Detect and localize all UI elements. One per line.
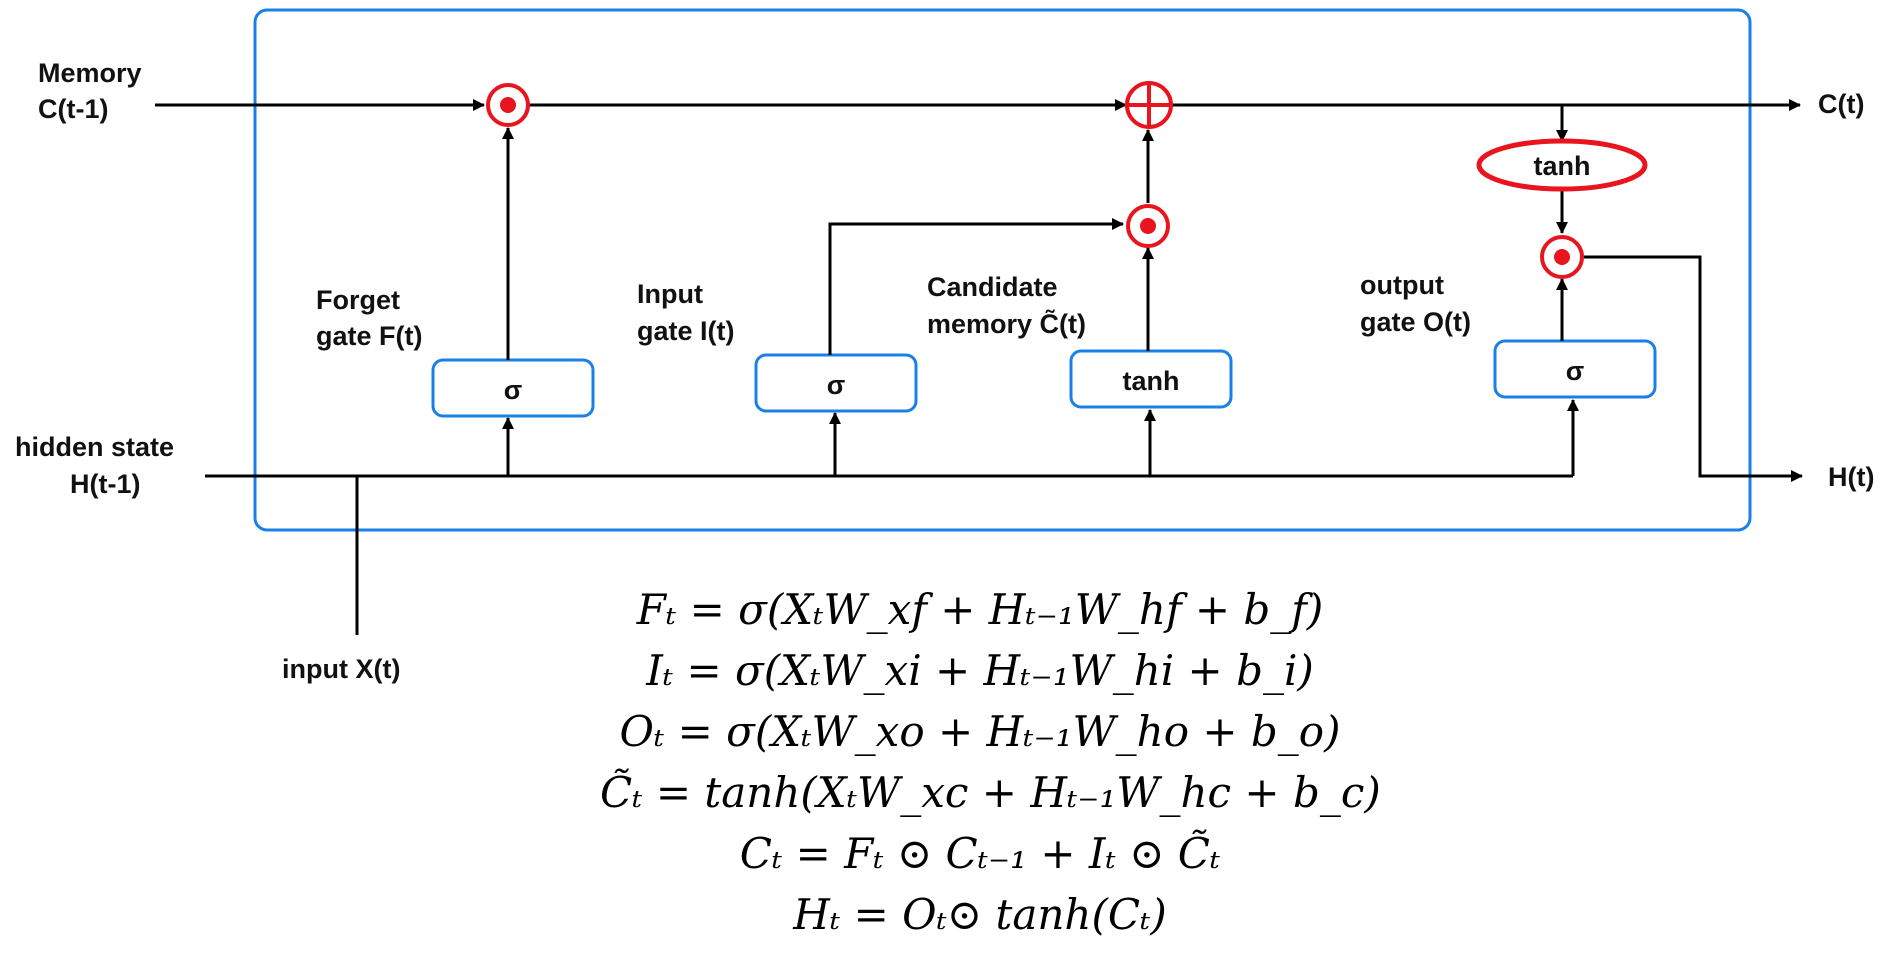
- input-gate-sigma: σ: [827, 370, 845, 400]
- equation-cell: Cₜ = Fₜ ⊙ Cₜ₋₁ + Iₜ ⊙ C̃ₜ: [600, 824, 1360, 884]
- forget-gate-label-2: gate F(t): [316, 321, 423, 351]
- equation-hidden: Hₜ = Oₜ⊙ tanh(Cₜ): [600, 885, 1360, 945]
- add-operator: [1125, 81, 1173, 129]
- candidate-label-1: Candidate: [927, 272, 1058, 302]
- equation-input-text: Iₜ = σ(XₜW_xi + Hₜ₋₁W_hi + b_i): [646, 646, 1314, 695]
- equation-cell-text: Cₜ = Fₜ ⊙ Cₜ₋₁ + Iₜ ⊙ C̃ₜ: [739, 829, 1221, 878]
- equation-output-text: Oₜ = σ(XₜW_xo + Hₜ₋₁W_ho + b_o): [619, 707, 1341, 756]
- hidden-output-label: H(t): [1828, 462, 1875, 492]
- forget-gate-sigma: σ: [504, 375, 522, 405]
- forget-multiply-operator: [486, 83, 530, 127]
- equation-output: Oₜ = σ(XₜW_xo + Hₜ₋₁W_ho + b_o): [600, 702, 1360, 762]
- lstm-cell-frame: [253, 8, 1752, 532]
- output-gate-box: [1493, 339, 1657, 399]
- forget-gate-label-1: Forget: [316, 285, 400, 315]
- equation-hidden-text: Hₜ = Oₜ⊙ tanh(Cₜ): [793, 890, 1167, 939]
- output-multiply-operator: [1540, 235, 1584, 279]
- memory-label-2: C(t-1): [38, 94, 109, 124]
- cell-tanh-ellipse: [1476, 138, 1648, 192]
- output-gate-sigma: σ: [1566, 356, 1584, 386]
- memory-label-1: Memory: [38, 58, 142, 88]
- cell-tanh-label: tanh: [1534, 151, 1591, 181]
- equation-forget-text: Fₜ = σ(XₜW_xf + Hₜ₋₁W_hf + b_f): [636, 585, 1324, 634]
- input-gate-label-2: gate I(t): [637, 316, 735, 346]
- equation-candidate-text: C̃ₜ = tanh(XₜW_xc + Hₜ₋₁W_hc + b_c): [600, 768, 1381, 817]
- candidate-label-2: memory C̃(t): [927, 309, 1087, 339]
- input-gate-path: [828, 218, 1124, 355]
- input-x-label: input X(t): [282, 654, 401, 684]
- output-gate-label-1: output: [1360, 270, 1444, 300]
- output-gate-label-2: gate O(t): [1360, 307, 1471, 337]
- candidate-box: [1069, 349, 1233, 409]
- candidate-tanh: tanh: [1123, 366, 1180, 396]
- equation-forget: Fₜ = σ(XₜW_xf + Hₜ₋₁W_hf + b_f): [600, 580, 1360, 640]
- equation-input: Iₜ = σ(XₜW_xi + Hₜ₋₁W_hi + b_i): [600, 641, 1360, 701]
- output-to-hidden: [1584, 255, 1803, 482]
- hidden-state-label-2: H(t-1): [70, 469, 141, 499]
- input-gate-label-1: Input: [637, 279, 703, 309]
- equation-candidate: C̃ₜ = tanh(XₜW_xc + Hₜ₋₁W_hc + b_c): [600, 763, 1381, 823]
- input-gate-box: [754, 353, 918, 413]
- forget-gate-box: [431, 358, 595, 418]
- hidden-state-label-1: hidden state: [15, 432, 175, 462]
- input-multiply-operator: [1126, 204, 1170, 248]
- cell-output-label: C(t): [1818, 89, 1865, 119]
